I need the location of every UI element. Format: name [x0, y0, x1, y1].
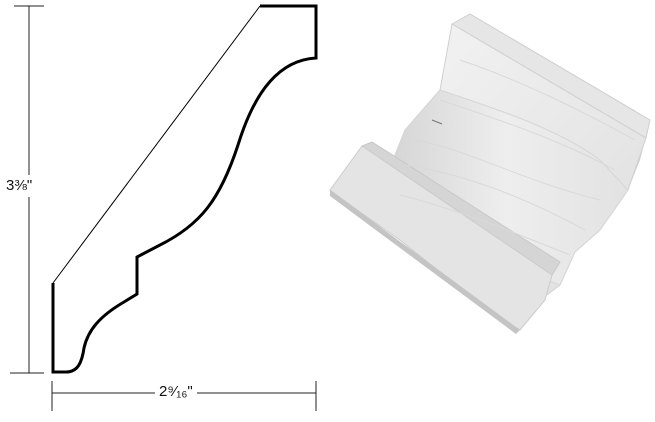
molding-photo — [329, 13, 651, 334]
wood-knot — [431, 119, 443, 125]
wood-grain — [399, 59, 636, 256]
height-dimension-label: 3⅜" — [6, 175, 33, 197]
width-dimension-label: 2⁹⁄₁₆" — [155, 383, 197, 401]
profile-back-line — [52, 5, 261, 284]
molding-bottom-edge — [330, 190, 520, 334]
crown-molding-profile — [51, 4, 318, 374]
